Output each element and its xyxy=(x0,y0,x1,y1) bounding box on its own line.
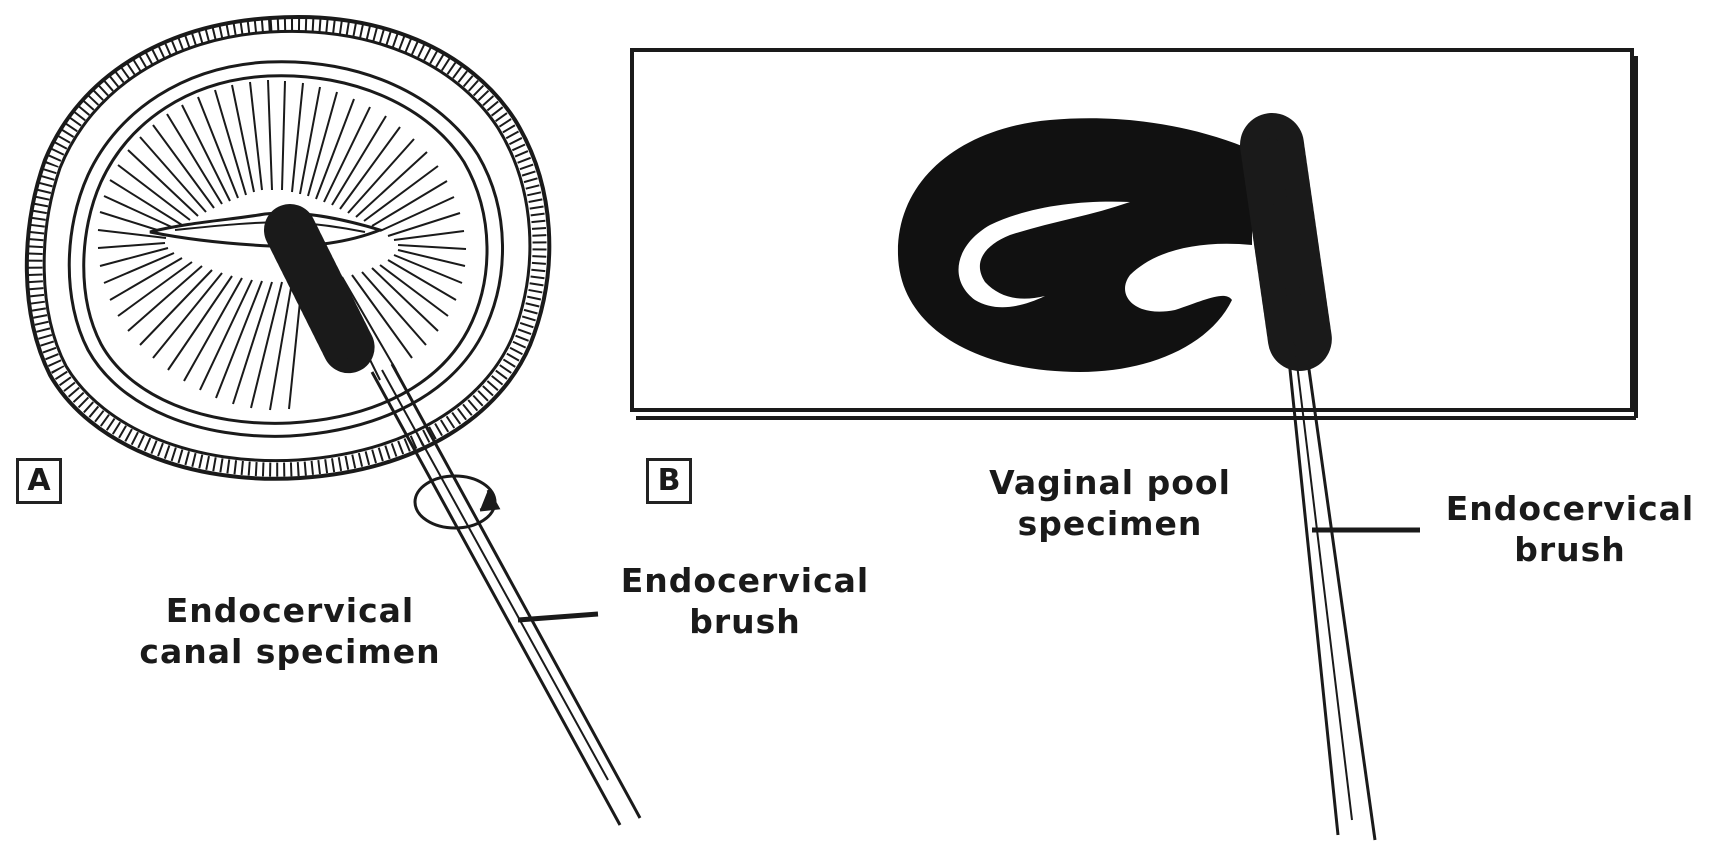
vaginal-pool-specimen-label: Vaginal pool specimen xyxy=(950,462,1270,545)
panel-a-tag: A xyxy=(16,458,62,504)
endocervical-brush-label-b: Endocervical brush xyxy=(1425,488,1715,571)
specimen-label-a-line1: Endocervical xyxy=(120,590,460,631)
vaginal-pool-smear xyxy=(898,118,1252,372)
panel-b-tag: B xyxy=(646,458,692,504)
specimen-label-a-line2: canal specimen xyxy=(120,631,460,672)
brush-label-a-line1: Endocervical xyxy=(600,560,890,601)
brush-label-a-line2: brush xyxy=(600,601,890,642)
brush-label-b-line1: Endocervical xyxy=(1425,488,1715,529)
specimen-label-b-line2: specimen xyxy=(950,503,1270,544)
endocervical-canal-specimen-label: Endocervical canal specimen xyxy=(120,590,460,673)
specimen-label-b-line1: Vaginal pool xyxy=(950,462,1270,503)
brush-label-b-line2: brush xyxy=(1425,529,1715,570)
endocervical-brush-label-a: Endocervical brush xyxy=(600,560,890,643)
